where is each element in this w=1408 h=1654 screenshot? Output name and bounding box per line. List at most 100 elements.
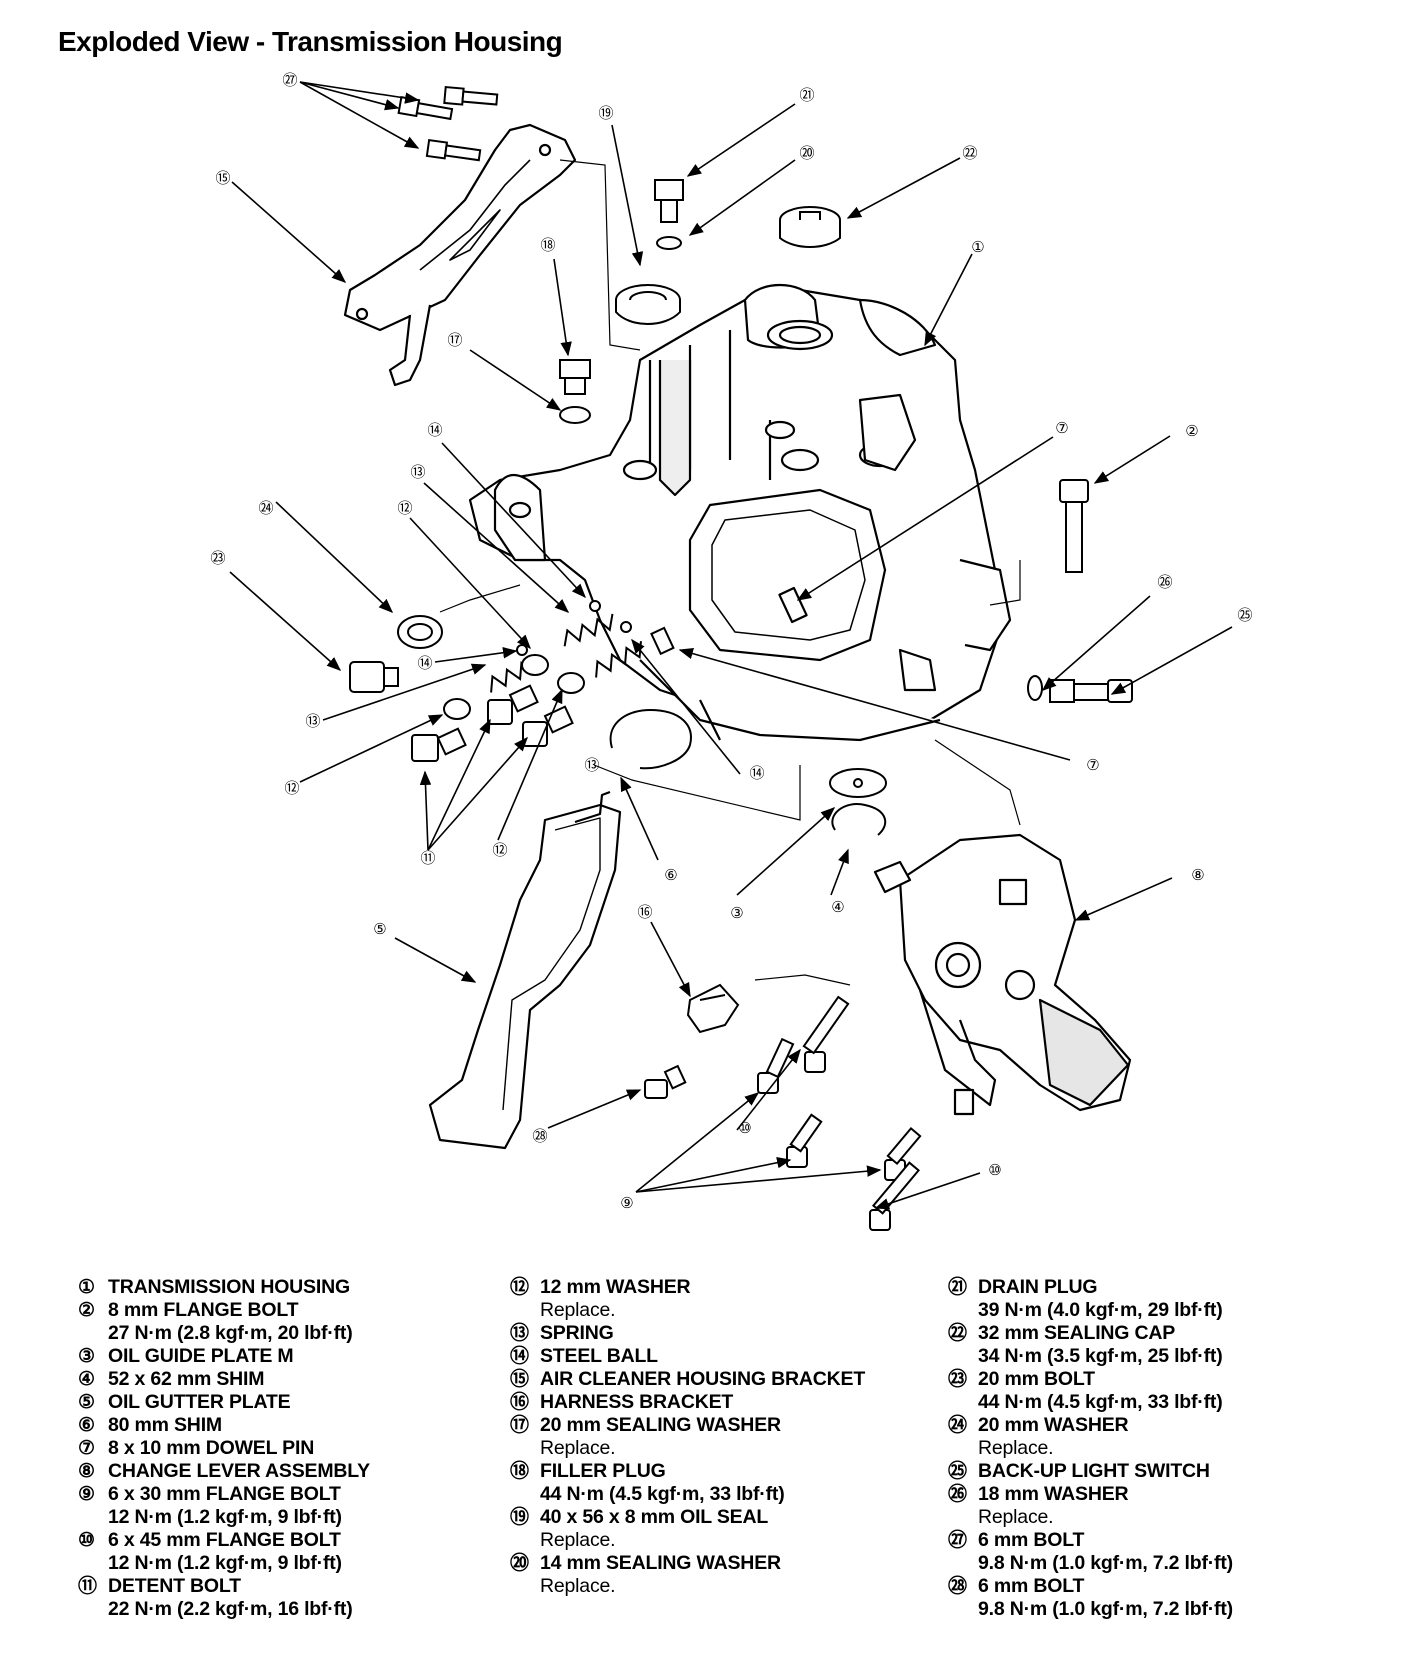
callout-13-left: ⑬	[305, 713, 320, 730]
washer-12mm-1	[521, 654, 549, 676]
exploded-view-diagram: ㉗ ⑮ ⑲ ㉑ ⑳ ㉒ ① ⑱ ⑰ ⑭ ⑬ ⑫ ㉔ ㉓ ⑭ ⑬ ⑫ ⑪ ⑫ ⑬ …	[210, 72, 1253, 1231]
change-lever-assembly	[873, 833, 1132, 1116]
callout-labels: ㉗ ⑮ ⑲ ㉑ ⑳ ㉒ ① ⑱ ⑰ ⑭ ⑬ ⑫ ㉔ ㉓ ⑭ ⑬ ⑫ ⑪ ⑫ ⑬ …	[210, 72, 1252, 1212]
reference-lines	[439, 159, 1021, 986]
washer-12mm-2	[557, 672, 585, 694]
callout-7-bottom: ⑦	[1086, 757, 1099, 774]
callout-20: ⑳	[799, 145, 814, 162]
sealing-cap-32mm	[779, 206, 841, 248]
flange-bolt-6x30-1	[757, 1037, 795, 1094]
bolt-20mm	[349, 661, 399, 693]
shim-80mm	[609, 708, 692, 770]
callout-2: ②	[1185, 423, 1198, 440]
callout-9: ⑨	[620, 1195, 633, 1212]
leader-lines	[229, 81, 1233, 1210]
bolt-6mm-group	[397, 85, 499, 162]
filler-plug	[559, 359, 591, 395]
dowel-pin	[650, 626, 675, 656]
flange-bolt-6x45-1	[802, 995, 850, 1073]
transmission-housing	[468, 283, 1012, 742]
callout-24: ㉔	[258, 500, 273, 517]
callout-25: ㉕	[1237, 607, 1252, 624]
bolt-6mm-lower	[644, 1064, 687, 1099]
callout-1: ①	[971, 239, 984, 256]
callout-6: ⑥	[664, 867, 677, 884]
callout-17: ⑰	[447, 332, 462, 349]
callout-3: ③	[730, 905, 743, 922]
back-up-light-switch	[1049, 679, 1133, 703]
spring-middle	[595, 641, 642, 678]
callout-12-left: ⑫	[284, 780, 299, 797]
washer-18mm	[1027, 675, 1043, 701]
callout-8: ⑧	[1191, 867, 1204, 884]
shim-52x62mm	[831, 803, 887, 836]
steel-ball-2	[620, 621, 632, 633]
callout-28: ㉘	[532, 1128, 547, 1145]
oil-seal	[615, 284, 681, 325]
callout-12-bottom: ⑫	[492, 842, 507, 859]
steel-ball-1	[589, 600, 601, 612]
steel-ball-3	[516, 644, 528, 656]
callout-7-top: ⑦	[1055, 420, 1068, 437]
callout-23: ㉓	[210, 550, 225, 567]
callout-13-bottom: ⑬	[584, 757, 599, 774]
callout-21: ㉑	[799, 87, 814, 104]
callout-18: ⑱	[540, 237, 555, 254]
callout-16: ⑯	[637, 904, 652, 921]
callout-5: ⑤	[373, 921, 386, 938]
callout-14-bottom: ⑭	[749, 765, 764, 782]
flange-bolt-6x30-2	[786, 1113, 823, 1168]
sealing-washer-14mm	[656, 236, 682, 250]
callout-14-top: ⑭	[427, 422, 442, 439]
callout-11: ⑪	[420, 850, 435, 867]
page-title: Exploded View - Transmission Housing	[58, 26, 563, 57]
callout-27: ㉗	[282, 72, 297, 89]
detent-bolt-3	[522, 705, 574, 747]
callout-15: ⑮	[215, 170, 230, 187]
detent-bolt-2	[487, 684, 539, 725]
spring-upper	[563, 613, 614, 647]
callout-12-top: ⑫	[397, 500, 412, 517]
detent-bolt-1	[411, 727, 467, 762]
callout-4: ④	[831, 899, 844, 916]
air-cleaner-housing-bracket	[343, 123, 577, 387]
oil-gutter-plate	[428, 790, 622, 1150]
callout-22: ㉒	[962, 145, 977, 162]
flange-bolt-8mm	[1059, 479, 1089, 573]
callout-14-mid: ⑭	[417, 655, 432, 672]
drain-plug	[654, 179, 684, 223]
callout-19: ⑲	[598, 105, 613, 122]
sealing-washer-20mm	[559, 406, 591, 424]
washer-12mm-3	[443, 698, 471, 720]
